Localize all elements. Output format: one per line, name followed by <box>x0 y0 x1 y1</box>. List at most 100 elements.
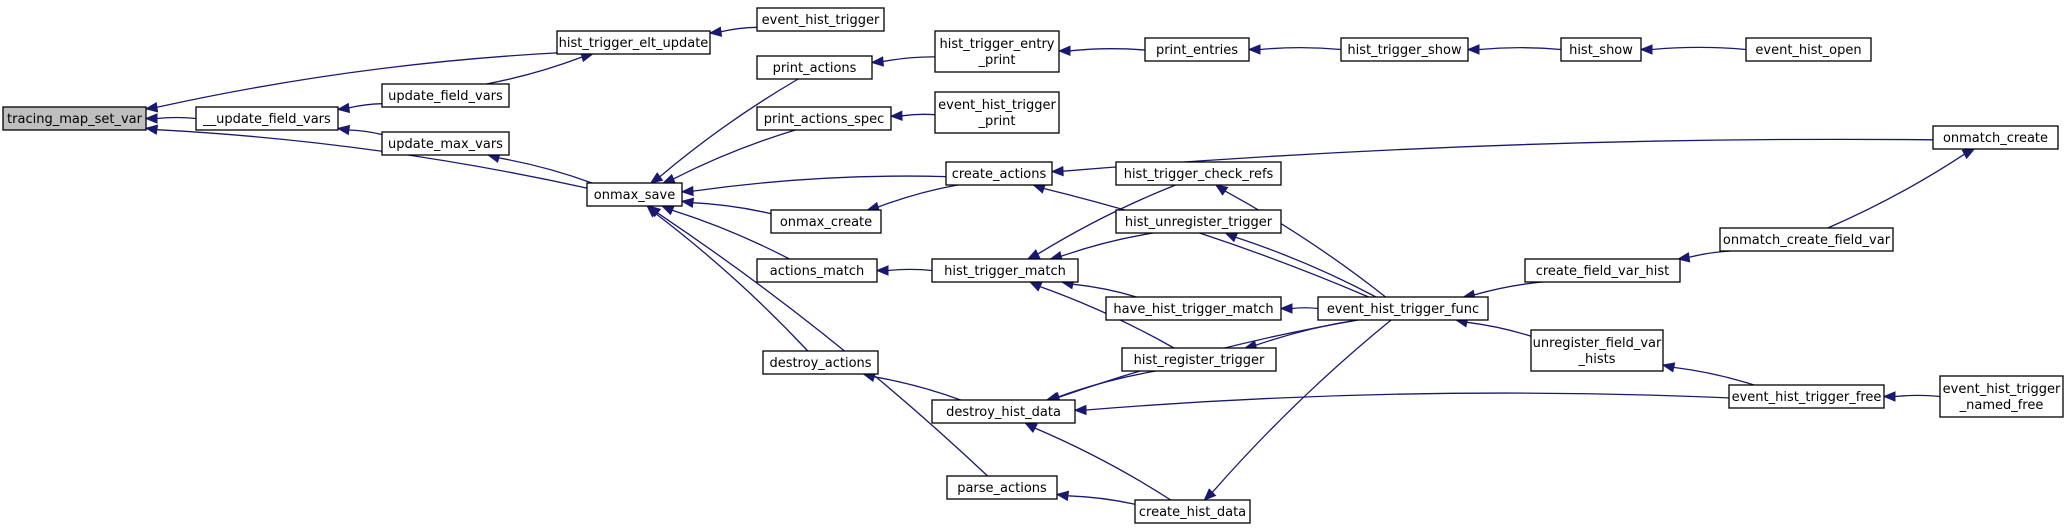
node-create-actions[interactable]: create_actions <box>945 161 1053 186</box>
edge-line <box>877 184 958 208</box>
arrowhead-icon <box>336 102 351 114</box>
node-onmatch-create[interactable]: onmatch_create <box>1932 125 2059 150</box>
call-edge-event_hist_trigger_func-to-hist_trigger_check_refs <box>1214 184 1387 298</box>
node-label: onmatch_create_field_var <box>1723 233 1891 248</box>
node-hist-trigger-entry-print[interactable]: hist_trigger_entry_print <box>934 30 1060 73</box>
node-event-hist-open[interactable]: event_hist_open <box>1745 37 1872 62</box>
node-box <box>756 258 878 283</box>
node-update-field-vars[interactable]: __update_field_vars <box>195 106 339 131</box>
edge-line <box>1085 392 1730 411</box>
call-edge-create_hist_data-to-parse_actions <box>1055 490 1136 505</box>
edge-line <box>1291 307 1319 310</box>
arrowhead-icon <box>1028 281 1043 292</box>
node-hist-trigger-elt-update[interactable]: hist_trigger_elt_update <box>556 30 711 55</box>
edge-line <box>1034 427 1172 501</box>
node-destroy-hist-data[interactable]: destroy_hist_data <box>931 399 1076 424</box>
node-create-hist-data[interactable]: create_hist_data <box>1134 499 1251 524</box>
node-box <box>946 475 1058 500</box>
node-event-hist-trigger-print[interactable]: event_hist_trigger_print <box>934 91 1060 134</box>
node-print-actions[interactable]: print_actions <box>756 55 873 80</box>
edge-line <box>882 56 936 63</box>
edge-line <box>672 209 790 260</box>
node-have-hist-trigger-match[interactable]: have_hist_trigger_match <box>1105 296 1282 321</box>
edge-line <box>659 78 799 178</box>
arrowhead-icon <box>1661 362 1676 373</box>
node-label: tracing_map_set_var <box>7 112 143 127</box>
arrowhead-icon <box>1214 184 1229 196</box>
arrowhead-icon <box>1639 44 1653 55</box>
call-graph-edges <box>144 26 1976 505</box>
node-destroy-actions[interactable]: destroy_actions <box>762 350 879 375</box>
node-update-field-vars[interactable]: update_field_vars <box>381 83 510 108</box>
edge-line <box>1037 184 1176 255</box>
node-box <box>1340 37 1469 62</box>
node-box <box>1115 161 1282 186</box>
edge-line <box>348 103 383 109</box>
node-unregister-field-var-hists[interactable]: unregister_field_var_hists <box>1530 329 1664 372</box>
node-label: event_hist_trigger <box>1943 382 2061 397</box>
node-create-field-var-hist[interactable]: create_field_var_hist <box>1524 258 1681 283</box>
node-onmax-save[interactable]: onmax_save <box>586 182 683 207</box>
node-label: update_field_vars <box>388 89 503 104</box>
node-label: _named_free <box>1959 398 2044 413</box>
call-edge-onmax_create-to-onmax_save <box>680 197 772 215</box>
node-box <box>1939 375 2064 418</box>
node-hist-show[interactable]: hist_show <box>1560 37 1642 62</box>
call-edge-create_actions-to-onmax_save <box>680 175 947 197</box>
node-onmax-create[interactable]: onmax_create <box>770 209 882 234</box>
node-hist-trigger-show[interactable]: hist_trigger_show <box>1340 37 1469 62</box>
node-label: onmax_create <box>780 215 872 230</box>
node-onmatch-create-field-var[interactable]: onmatch_create_field_var <box>1719 227 1894 252</box>
node-hist-unregister-trigger[interactable]: hist_unregister_trigger <box>1115 209 1282 234</box>
edge-line <box>498 157 593 184</box>
node-event-hist-trigger-func[interactable]: event_hist_trigger_func <box>1317 296 1489 321</box>
node-hist-register-trigger[interactable]: hist_register_trigger <box>1121 347 1277 372</box>
arrowhead-icon <box>875 265 889 276</box>
edge-line <box>1224 190 1387 298</box>
node-box <box>945 161 1053 186</box>
arrowhead-icon <box>1203 488 1217 501</box>
node-box <box>1745 37 1872 62</box>
node-box <box>1121 347 1277 372</box>
call-edge-create_actions-to-onmax_create <box>866 184 958 212</box>
node-update-max-vars[interactable]: update_max_vars <box>381 131 510 156</box>
arrowhead-icon <box>680 185 694 197</box>
node-event-hist-trigger-named-free[interactable]: event_hist_trigger_named_free <box>1939 375 2064 418</box>
node-event-hist-trigger[interactable]: event_hist_trigger <box>756 7 885 32</box>
node-label: have_hist_trigger_match <box>1113 302 1273 317</box>
node-box <box>770 209 882 234</box>
arrowhead-icon <box>1050 165 1064 177</box>
node-box <box>381 83 510 108</box>
call-edge-print_entries-to-hist_trigger_entry_print <box>1057 45 1146 57</box>
node-label: print_actions_spec <box>764 112 885 127</box>
node-label: destroy_actions <box>769 356 871 371</box>
node-hist-trigger-check-refs[interactable]: hist_trigger_check_refs <box>1115 161 1282 186</box>
call-edge-event_hist_trigger_func-to-hist_register_trigger <box>1243 319 1358 351</box>
node-tracing-map-set-var[interactable]: tracing_map_set_var <box>2 106 147 131</box>
node-parse-actions[interactable]: parse_actions <box>946 475 1058 500</box>
node-box <box>1719 227 1894 252</box>
node-box <box>1105 296 1282 321</box>
arrowhead-icon <box>660 205 675 216</box>
node-hist-trigger-match[interactable]: hist_trigger_match <box>931 258 1079 283</box>
call-edge-update_field_vars-to-__update_field_vars <box>336 102 383 114</box>
arrowhead-icon <box>1247 44 1261 55</box>
node-actions-match[interactable]: actions_match <box>756 258 878 283</box>
node-print-entries[interactable]: print_entries <box>1144 37 1250 62</box>
node-print-actions-spec[interactable]: print_actions_spec <box>756 106 892 131</box>
edge-line <box>1043 187 1369 298</box>
node-box <box>756 106 892 131</box>
node-label: hist_trigger_elt_update <box>559 36 709 51</box>
edge-line <box>673 129 796 180</box>
call-edge-event_hist_trigger_func-to-create_hist_data <box>1203 319 1392 501</box>
call-edge-event_hist_trigger_func-to-create_actions <box>1032 183 1369 298</box>
call-edge-event_hist_trigger_free-to-destroy_hist_data <box>1073 392 1730 416</box>
node-box <box>1932 125 2059 150</box>
node-box <box>934 30 1060 73</box>
node-label: onmax_save <box>594 188 675 203</box>
edge-line <box>1255 319 1358 346</box>
call-edge-event_hist_trigger-to-hist_trigger_elt_update <box>708 26 758 37</box>
node-event-hist-trigger-free[interactable]: event_hist_trigger_free <box>1728 384 1885 409</box>
edge-line <box>887 268 933 272</box>
node-box <box>586 182 683 207</box>
